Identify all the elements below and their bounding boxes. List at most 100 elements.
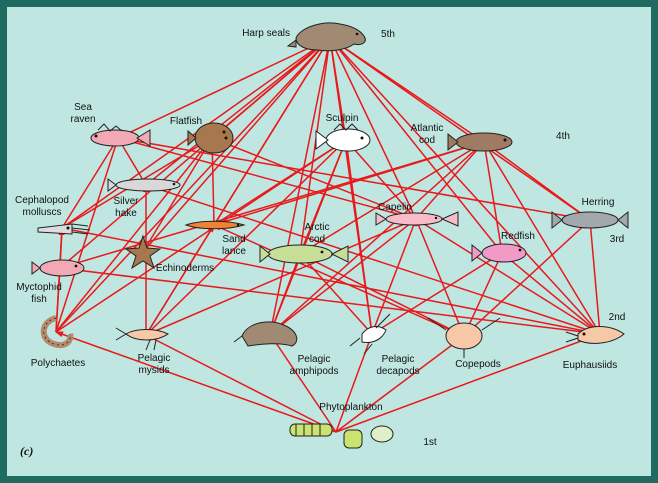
label-mysid-line: mysids [138,365,169,376]
sea-raven-icon [90,123,151,147]
trophic-level-4: 4th [556,131,570,142]
link-ceph-to-searaven [61,137,119,229]
label-herring-line: Herring [582,197,615,208]
label-searaven-line: Sea [74,102,92,113]
sand-lance-icon [184,220,246,230]
link-herring-to-harp [329,37,591,221]
link-euph-to-hake [145,184,601,335]
link-phyto-to-amph [269,333,337,433]
label-sandlance-line: Sand [222,234,245,245]
link-phyto-to-deca [335,333,373,433]
link-capelin-to-sculpin [345,139,417,220]
herring-icon [551,210,629,230]
label-capelin: Capelin [378,202,412,213]
link-phyto-to-poly [55,331,337,433]
label-cope-line: Copepods [455,359,501,370]
label-flatfish-line: Flatfish [170,116,202,127]
label-ceph-line: Cephalopod [15,195,69,206]
label-harp-line: Harp seals [242,28,290,39]
link-capelin-to-harp [329,37,417,220]
label-hake-line: hake [115,208,137,219]
polychaete-icon [40,315,74,348]
link-amph-to-harp [269,37,332,335]
link-euph-to-herring [587,219,601,335]
link-deca-to-arctic [299,253,373,335]
label-arctic-line: cod [309,234,325,245]
link-phyto-to-cope [335,335,465,433]
atlantic-cod-icon [447,132,513,152]
label-phyto: Phytoplankton [319,402,382,413]
label-amph-line: amphipods [290,366,339,377]
link-cope-to-redfish [463,252,503,337]
redfish-icon [471,243,527,263]
link-arctic-to-harp [299,37,333,255]
label-echino: Echinoderms [156,263,214,274]
link-arctic-to-cod [299,141,485,255]
silver-hake-icon [107,178,181,192]
label-capelin-line: Capelin [378,202,412,213]
link-searaven-to-harp [117,37,331,139]
phytoplankton-icon [289,423,394,449]
label-poly-line: Polychaetes [31,358,85,369]
label-ceph-line: molluscs [23,207,62,218]
link-euph-to-ceph [61,226,601,335]
link-flatfish-to-harp [211,37,331,139]
label-sculpin: Sculpin [326,113,359,124]
label-deca-line: Pelagic [382,354,415,365]
link-capelin-to-searaven [117,136,417,220]
link-euph-to-myct [59,265,601,335]
link-euph-to-harp [329,37,601,335]
link-cope-to-sandlance [213,224,465,337]
label-myct-line: Myctophid [16,282,62,293]
link-euph-to-redfish [501,252,601,335]
link-herring-to-cod [483,141,591,221]
label-sandlance-line: lance [222,246,246,257]
euphausiid-icon [565,326,625,344]
link-capelin-to-flatfish [211,137,417,220]
label-mysid-line: Pelagic [138,353,171,364]
link-cope-to-arctic [299,253,465,337]
link-cope-to-herring [463,219,591,337]
label-herring: Herring [582,197,615,208]
arctic-cod-icon [259,244,349,264]
link-redfish-to-harp [329,37,503,254]
organism-icons [31,22,629,449]
link-amph-to-cod [269,141,485,335]
myctophid-icon [31,259,85,277]
label-phyto-line: Phytoplankton [319,402,382,413]
link-sculpin-to-harp [328,37,347,141]
label-harp: Harp seals [242,28,290,39]
link-sandlance-to-cod [213,141,485,226]
link-poly-to-harp [55,37,331,333]
flatfish-icon [187,122,234,154]
panel-label: (c) [20,444,33,458]
link-sandlance-to-harp [213,37,331,226]
label-deca-line: decapods [376,366,419,377]
link-euph-to-cod [483,141,601,335]
link-poly-to-myct [55,267,63,333]
cephalopod-icon [37,223,91,235]
link-echino-to-harp [142,37,331,253]
sculpin-icon [315,123,371,152]
label-cod-line: Atlantic [411,123,444,134]
link-redfish-to-cod [482,141,503,254]
trophic-level-1: 1st [423,437,437,448]
echinoderm-icon [124,234,162,270]
label-euph-line: Euphausiids [563,360,617,371]
decapod-icon [349,313,391,355]
label-searaven-line: raven [70,114,95,125]
label-flatfish: Flatfish [170,116,202,127]
label-euph: Euphausiids [563,360,617,371]
